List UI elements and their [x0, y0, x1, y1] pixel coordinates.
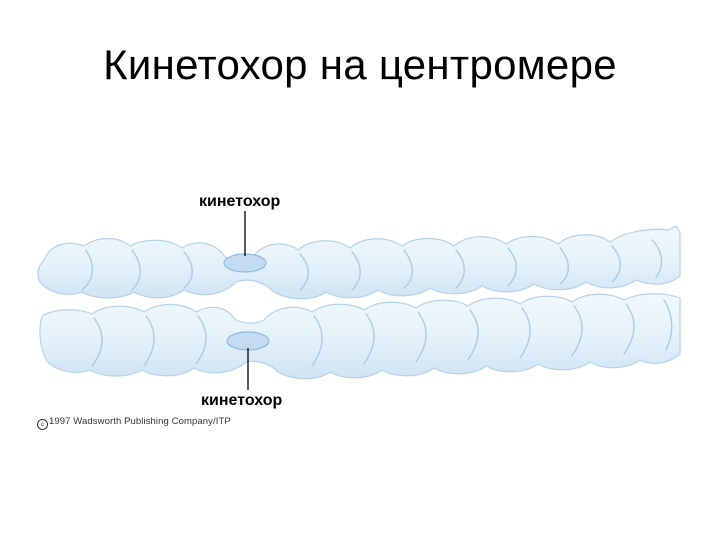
kinetochore-lower: [227, 332, 269, 350]
kinetochore-label-top: кинетохор: [199, 194, 280, 210]
kinetochore-label-bottom: кинетохор: [201, 393, 282, 409]
kinetochore-upper: [224, 254, 266, 272]
upper-chromatid: [38, 226, 680, 299]
credit-text: 1997 Wadsworth Publishing Company/ITP: [49, 416, 231, 427]
copyright-icon: c: [37, 419, 48, 430]
lower-chromatid: [40, 294, 680, 379]
